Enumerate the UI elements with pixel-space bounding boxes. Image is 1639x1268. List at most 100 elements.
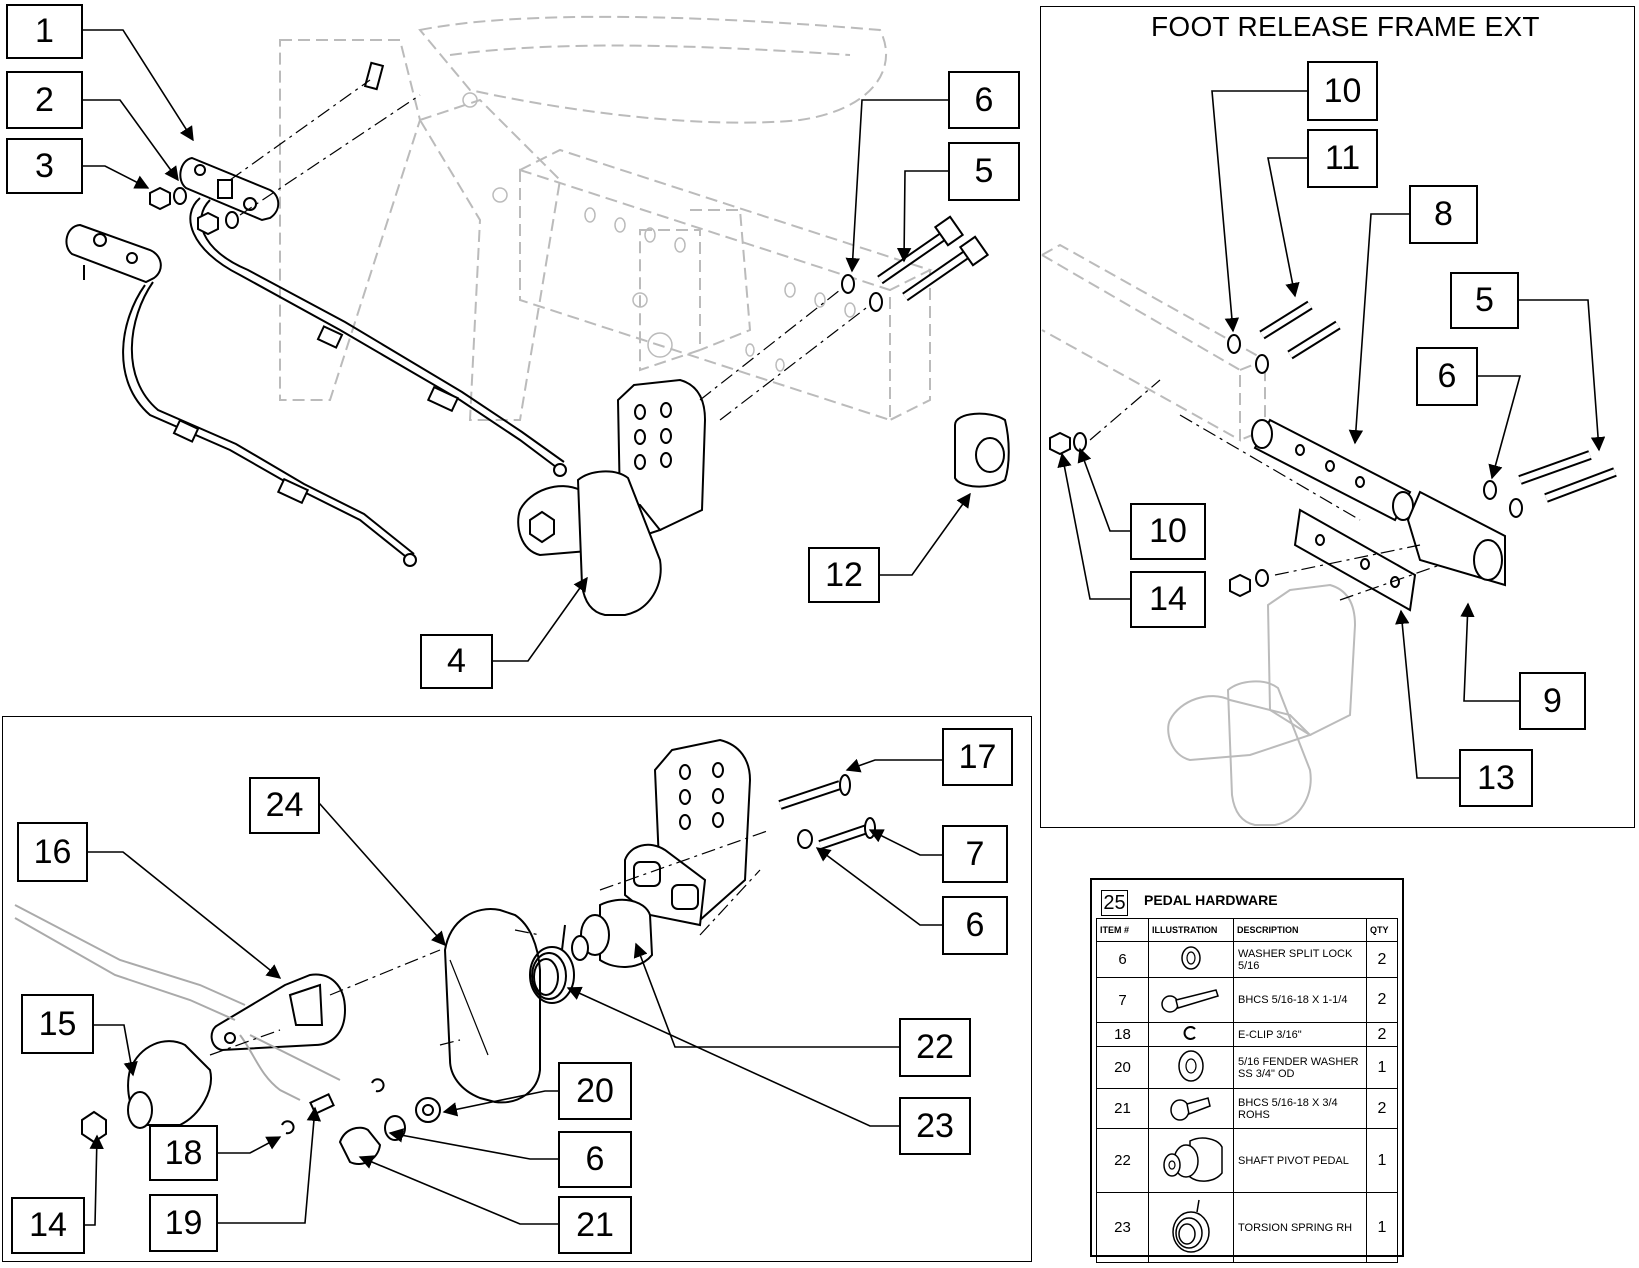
long-bolt-icon <box>1161 988 1219 1013</box>
callout-7: 7 <box>942 825 1008 883</box>
callout-5-top: 5 <box>948 142 1020 201</box>
hardware-table-grid: ITEM # ILLUSTRATION DESCRIPTION QTY 6 WA… <box>1096 918 1398 1263</box>
item-description: 5/16 FENDER WASHER SS 3/4" OD <box>1233 1046 1367 1089</box>
torsion-spring-icon <box>1172 1199 1210 1253</box>
table-header-row: ITEM # ILLUSTRATION DESCRIPTION QTY <box>1096 918 1398 942</box>
pedal-bracket-bottom <box>624 738 752 927</box>
item-qty: 1 <box>1366 1128 1398 1193</box>
callout-20: 20 <box>558 1062 632 1120</box>
cable-bracket-lower <box>65 223 162 284</box>
callout-6-bottom-right: 6 <box>942 896 1008 955</box>
set-screw-top <box>363 61 385 91</box>
short-bolt-icon <box>1170 1097 1211 1121</box>
callout-15: 15 <box>21 994 94 1054</box>
header-illustration: ILLUSTRATION <box>1148 918 1234 942</box>
pedal-detail-panel <box>2 716 1032 1262</box>
pedal-ghost-right <box>1167 583 1357 826</box>
pedal-plate-bottom <box>443 908 541 1104</box>
callout-11: 11 <box>1307 129 1378 188</box>
centerlines-bottom <box>209 829 771 1056</box>
item-qty: 2 <box>1366 941 1398 978</box>
header-item: ITEM # <box>1096 918 1149 942</box>
centerlines-right <box>1089 379 1441 601</box>
leader-lines <box>55 29 1606 1226</box>
hardware-right <box>1049 300 1617 598</box>
frame-hole-pattern <box>462 92 856 372</box>
item-description: TORSION SPRING RH <box>1233 1192 1367 1263</box>
item-qty: 2 <box>1366 1088 1398 1129</box>
extension-tube-8 <box>1251 418 1414 522</box>
callout-1: 1 <box>6 4 83 59</box>
callout-10-top: 10 <box>1307 61 1378 121</box>
table-row: 6 WASHER SPLIT LOCK 5/16 2 <box>1096 941 1398 978</box>
cable-bracket-upper <box>179 156 280 222</box>
callout-17: 17 <box>942 728 1013 786</box>
nut-and-washer-3-2 <box>149 186 239 236</box>
callout-6-bottom: 6 <box>558 1131 632 1188</box>
callout-6-top: 6 <box>948 71 1020 129</box>
callout-18: 18 <box>149 1125 218 1181</box>
callout-6-right: 6 <box>1416 347 1478 406</box>
item-qty: 2 <box>1366 1022 1398 1047</box>
end-cap-12 <box>954 412 1010 488</box>
item-qty: 1 <box>1366 1046 1398 1089</box>
callout-13: 13 <box>1459 749 1533 807</box>
foot-release-panel-title: FOOT RELEASE FRAME EXT <box>1151 11 1540 42</box>
split-washer-icon <box>1181 946 1201 970</box>
table-row: 18 E-CLIP 3/16" 2 <box>1096 1022 1398 1047</box>
cable-ghost-bottom <box>14 904 341 1101</box>
e-clip-icon <box>1183 1026 1196 1040</box>
callout-24: 24 <box>249 777 320 834</box>
item-number: 20 <box>1096 1046 1149 1089</box>
callout-21: 21 <box>558 1196 632 1254</box>
item-description: BHCS 5/16-18 X 3/4 ROHS <box>1233 1088 1367 1129</box>
pivot-shaft-icon <box>1163 1137 1223 1182</box>
table-row: 23 TORSION SPRING RH 1 <box>1096 1192 1398 1263</box>
item-number: 6 <box>1096 941 1149 978</box>
callout-10-bottom: 10 <box>1130 503 1206 560</box>
header-description: DESCRIPTION <box>1233 918 1367 942</box>
fender-washer-icon <box>1178 1050 1204 1082</box>
wheelchair-frame-ghost <box>279 15 933 422</box>
item-description: WASHER SPLIT LOCK 5/16 <box>1233 941 1367 978</box>
callout-14-bottom: 14 <box>11 1197 85 1254</box>
item-qty: 2 <box>1366 977 1398 1023</box>
header-qty: QTY <box>1366 918 1398 942</box>
callout-19: 19 <box>149 1194 218 1252</box>
callout-8: 8 <box>1409 185 1478 244</box>
hardware-table-title: PEDAL HARDWARE <box>1144 892 1278 908</box>
callout-23: 23 <box>899 1097 971 1155</box>
callout-3: 3 <box>6 138 83 194</box>
callout-22: 22 <box>899 1018 971 1077</box>
item-description: SHAFT PIVOT PEDAL <box>1233 1128 1367 1193</box>
callout-4: 4 <box>420 634 493 689</box>
spacer-plate-13 <box>1293 508 1417 612</box>
item-description: BHCS 5/16-18 X 1-1/4 <box>1233 977 1367 1023</box>
small-hardware-bottom <box>281 774 876 1165</box>
item-description: E-CLIP 3/16" <box>1233 1022 1367 1047</box>
item-number: 22 <box>1096 1128 1149 1193</box>
table-row: 22 SHAFT PIVOT PEDAL 1 <box>1096 1128 1398 1193</box>
cable-lever-16 <box>210 973 347 1052</box>
cable-nut-15 <box>81 1040 212 1144</box>
hardware-kit-number: 25 <box>1101 890 1128 916</box>
torsion-spring-23 <box>529 924 575 1004</box>
pedal-hardware-table: 25 PEDAL HARDWARE ITEM # ILLUSTRATION DE… <box>1090 878 1404 1263</box>
hardware-5-6-top <box>841 215 990 312</box>
callout-2: 2 <box>6 71 83 129</box>
table-row: 20 5/16 FENDER WASHER SS 3/4" OD 1 <box>1096 1046 1398 1089</box>
callout-12: 12 <box>808 547 880 603</box>
table-row: 21 BHCS 5/16-18 X 3/4 ROHS 2 <box>1096 1088 1398 1129</box>
callout-16: 16 <box>17 822 88 882</box>
item-number: 23 <box>1096 1192 1149 1263</box>
foot-release-frame-ext-panel: FOOT RELEASE FRAME EXT <box>1040 6 1635 828</box>
callout-14-right: 14 <box>1130 571 1206 628</box>
item-qty: 1 <box>1366 1192 1398 1263</box>
table-row: 7 BHCS 5/16-18 X 1-1/4 2 <box>1096 977 1398 1023</box>
callout-5-right: 5 <box>1450 272 1519 329</box>
release-cables <box>122 197 567 567</box>
extension-block-9 <box>1406 490 1506 587</box>
centerlines-top <box>229 79 871 421</box>
pedal-plate-top <box>576 470 662 616</box>
